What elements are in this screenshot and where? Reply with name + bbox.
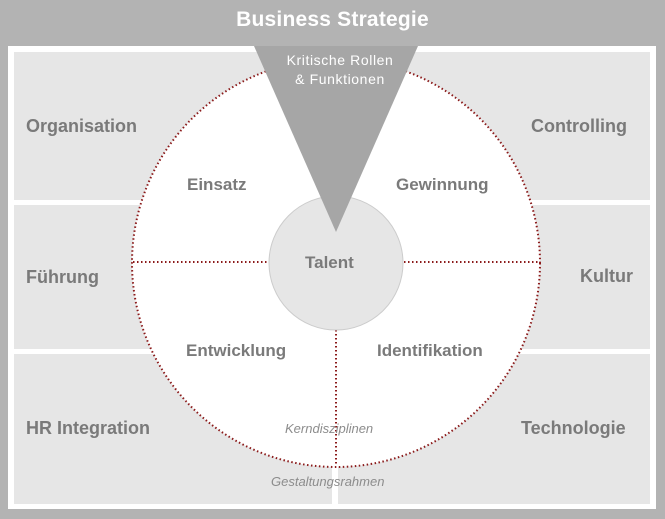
triangle-label-line1: Kritische Rollen [286, 52, 394, 68]
label-controlling: Controlling [531, 116, 627, 136]
label-entwicklung: Entwicklung [186, 341, 287, 360]
label-hr-integration: HR Integration [26, 418, 150, 438]
critical-roles-triangle [254, 46, 418, 232]
label-kerndisziplinen: Kerndisziplinen [285, 421, 374, 436]
label-kultur: Kultur [580, 266, 633, 286]
triangle-label-line2: & Funktionen [295, 71, 385, 87]
label-fuehrung: Führung [26, 267, 99, 287]
label-talent: Talent [305, 253, 354, 272]
label-einsatz: Einsatz [187, 175, 247, 194]
label-gestaltungsrahmen: Gestaltungsrahmen [271, 474, 385, 489]
diagram-title: Business Strategie [236, 8, 429, 31]
label-identifikation: Identifikation [377, 341, 483, 360]
label-gewinnung: Gewinnung [396, 175, 489, 194]
label-technologie: Technologie [521, 418, 626, 438]
label-organisation: Organisation [26, 116, 138, 136]
